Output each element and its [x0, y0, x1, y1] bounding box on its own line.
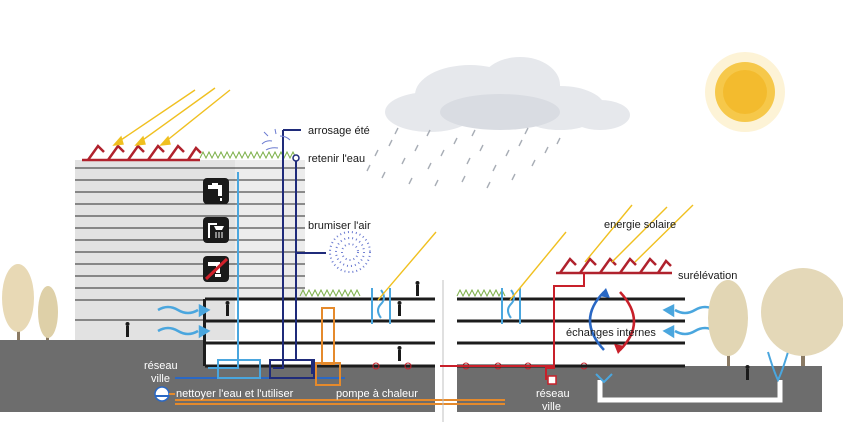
label-brumiser: brumiser l'air: [308, 220, 371, 232]
heat-emitters-left: [372, 362, 412, 370]
label-retenir: retenir l'eau: [308, 153, 365, 165]
label-echanges: échanges internes: [566, 327, 656, 339]
label-reseau-left-2: ville: [151, 373, 170, 385]
label-reseau-right-2: ville: [542, 401, 561, 413]
left-floor-slabs: [205, 297, 435, 368]
ground: [0, 340, 843, 422]
heat-pump: [175, 307, 505, 405]
grid-connector: [547, 375, 557, 385]
rainwater-basin: [595, 351, 789, 403]
label-reseau-left-1: réseau: [144, 360, 178, 372]
label-reseau-right-1: réseau: [536, 388, 570, 400]
rain-icon: [366, 127, 561, 189]
sprinkler-icon: [261, 128, 291, 151]
mist-icon: [329, 231, 371, 273]
internal-exchange-arrows: [588, 288, 636, 354]
tree-icon: [708, 268, 843, 366]
solar-panels-right: [556, 257, 672, 275]
sun-icon: [705, 52, 785, 132]
air-chimney-right: [501, 231, 567, 324]
cloud-icon: [440, 94, 560, 130]
label-nettoyer: nettoyer l'eau et l'utiliser: [176, 388, 294, 400]
air-flow-arrows-left: [157, 303, 211, 339]
sun-rays-right: [584, 204, 694, 263]
green-roof-right: [456, 288, 506, 298]
valve-icon: [292, 154, 300, 162]
label-surelevation: surélévation: [678, 270, 737, 282]
faucet-icon: [203, 178, 229, 204]
solar-panels-left: [82, 144, 202, 162]
water-tank-icon: [154, 386, 175, 402]
air-chimney-left: [371, 231, 437, 324]
label-pompe: pompe à chaleur: [336, 388, 418, 400]
heat-pipes: [440, 272, 585, 380]
label-energie: energie solaire: [604, 219, 676, 231]
person-icon: [125, 281, 750, 380]
tree-icon: [2, 264, 58, 340]
shower-icon: [203, 217, 229, 243]
left-building: [75, 160, 305, 340]
no-drinking-icon: [203, 256, 229, 282]
label-arrosage: arrosage été: [308, 125, 370, 137]
green-roof-lower: [299, 288, 361, 298]
green-roof: [199, 150, 297, 160]
sun-rays-left: [112, 87, 231, 146]
